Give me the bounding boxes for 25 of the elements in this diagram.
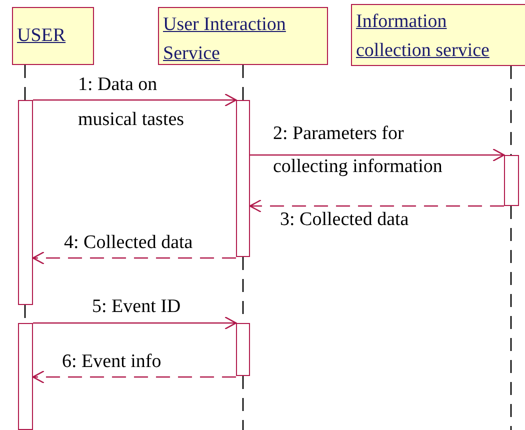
participant-box: USER: [12, 7, 94, 65]
message-label: 3: Collected data: [280, 208, 409, 232]
message-arrow: [32, 251, 236, 265]
activation-bar: [18, 100, 33, 305]
activation-bar: [236, 323, 250, 376]
message-label: 4: Collected data: [64, 231, 193, 255]
participant-box: Information collection service: [351, 4, 525, 66]
message-label: 1: Data on musical tastes: [78, 73, 186, 132]
activation-bar: [18, 323, 33, 430]
lifeline: [24, 65, 26, 100]
activation-bar: [504, 155, 519, 206]
message-arrow: [33, 316, 237, 330]
lifeline: [242, 65, 244, 100]
participant-box: User Interaction Service: [158, 7, 328, 65]
activation-bar: [236, 100, 250, 257]
message-arrow: [249, 199, 504, 213]
lifeline: [242, 376, 244, 430]
message-label: 5: Event ID: [92, 295, 181, 319]
message-label: 6: Event info: [62, 350, 162, 374]
message-arrow: [32, 370, 236, 384]
message-arrow: [33, 93, 237, 107]
message-arrow: [250, 148, 505, 162]
message-label: 2: Parameters for collecting information: [273, 122, 444, 179]
lifeline: [510, 66, 512, 155]
lifeline: [510, 206, 512, 430]
